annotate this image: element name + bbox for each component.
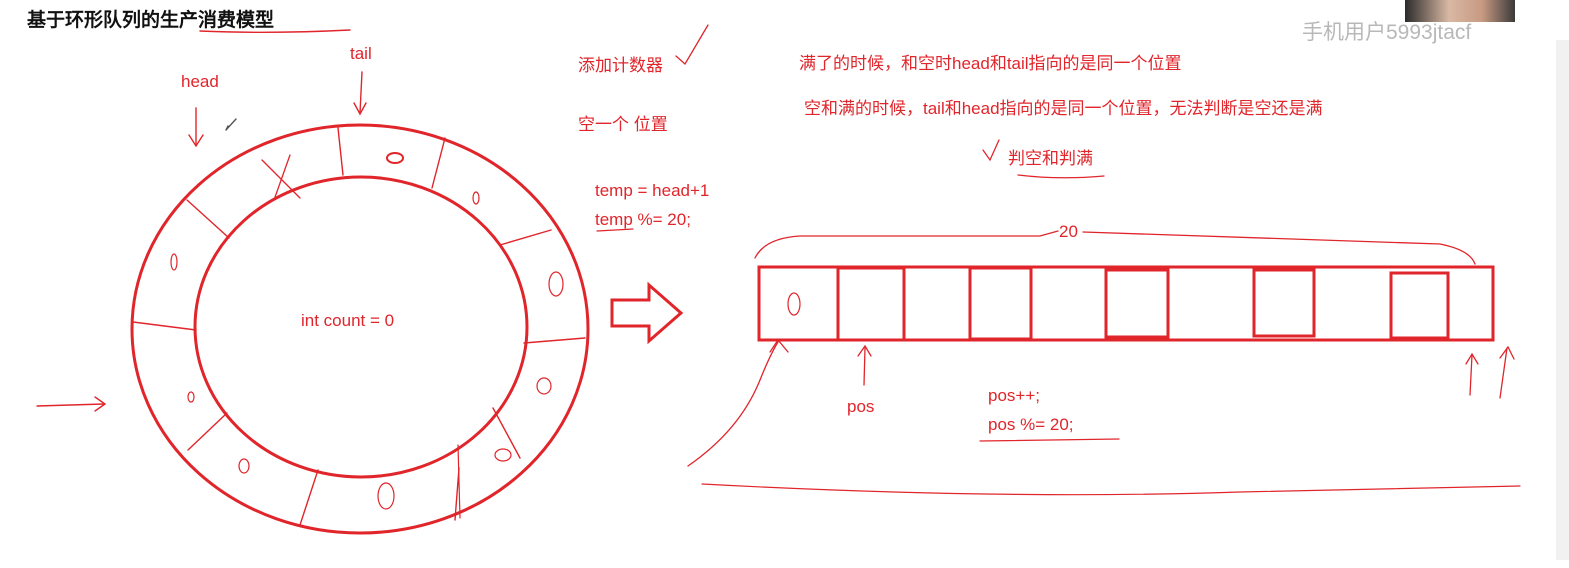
tail-arrow: [353, 71, 367, 116]
side-hatch: [457, 444, 461, 519]
wrap-arrow: [687, 341, 779, 467]
ring-cross-mark: [261, 154, 301, 201]
array-cells: [836, 266, 1450, 342]
ring-inner: [193, 175, 529, 479]
label-temp1: temp = head+1: [595, 181, 710, 200]
label-temp2: temp %= 20;: [595, 210, 691, 229]
webcam-overlay: [1405, 0, 1515, 22]
label-tail: tail: [350, 44, 372, 63]
block-arrow: [610, 281, 684, 345]
page-title: 基于环形队列的生产消费模型: [27, 10, 275, 31]
title-underline: [199, 29, 351, 33]
temp-underline: [596, 228, 634, 232]
label-size: 20: [1059, 222, 1078, 241]
check-mark-judge: [982, 139, 1000, 162]
pos-underline: [979, 438, 1120, 442]
label-full-note: 满了的时候，和空时head和tail指向的是同一个位置: [799, 54, 1182, 73]
label-pos: pos: [847, 397, 875, 416]
label-judge: 判空和判满: [1008, 149, 1093, 168]
bottom-line: [701, 483, 1521, 496]
label-empty-full-note: 空和满的时候，tail和head指向的是同一个位置，无法判断是空还是满: [804, 99, 1323, 118]
ring-outer: [130, 123, 590, 535]
label-add-counter: 添加计数器: [578, 56, 663, 75]
check-mark-counter: [675, 24, 709, 66]
input-arrow: [36, 396, 107, 412]
watermark: 手机用户5993jtacf: [1302, 21, 1472, 44]
ring-slot-zeros: [170, 191, 564, 510]
judge-underline: [1017, 174, 1105, 179]
pencil-icon: [225, 118, 237, 131]
label-empty-slot: 空一个 位置: [578, 115, 668, 134]
array-cell-zero: [787, 292, 801, 316]
scrollbar[interactable]: [1556, 40, 1569, 560]
slot-marker-top: [386, 152, 404, 164]
label-pos-mod: pos %= 20;: [988, 415, 1074, 434]
array-brace: [754, 230, 1476, 265]
ring-dividers: [132, 127, 586, 526]
label-pos-inc: pos++;: [988, 386, 1040, 405]
label-count: int count = 0: [301, 311, 395, 330]
head-arrow: [188, 107, 204, 148]
end-arrows: [1465, 345, 1515, 399]
wrap-arrow-head: [769, 338, 789, 353]
pos-arrow: [857, 344, 872, 386]
label-head: head: [181, 72, 219, 91]
array-outline: [757, 265, 1495, 342]
